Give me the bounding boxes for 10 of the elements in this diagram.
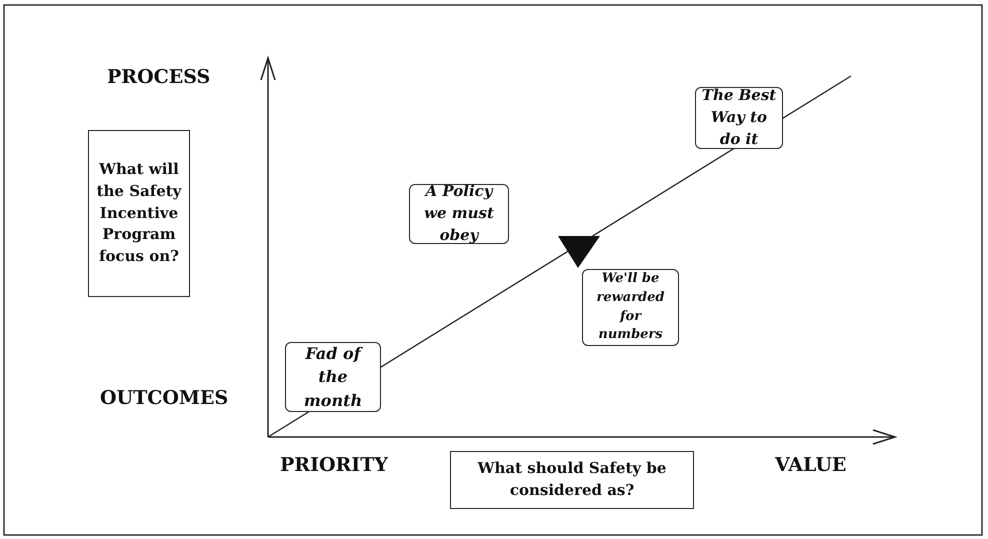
axis-label: OUTCOMES (100, 387, 228, 409)
text-box: The Best Way to do it (695, 87, 783, 149)
text-box: Fad of the month (285, 342, 381, 412)
text-box: A Policy we must obey (409, 184, 509, 244)
axis-label: PRIORITY (280, 454, 388, 476)
text-box: What will the Safety Incentive Program focus on? (88, 130, 190, 297)
axis-label: PROCESS (107, 66, 210, 88)
text-box: What should Safety be considered as? (450, 451, 694, 509)
axis-label: VALUE (775, 454, 846, 476)
text-box: We'll be rewarded for numbers (582, 269, 679, 346)
